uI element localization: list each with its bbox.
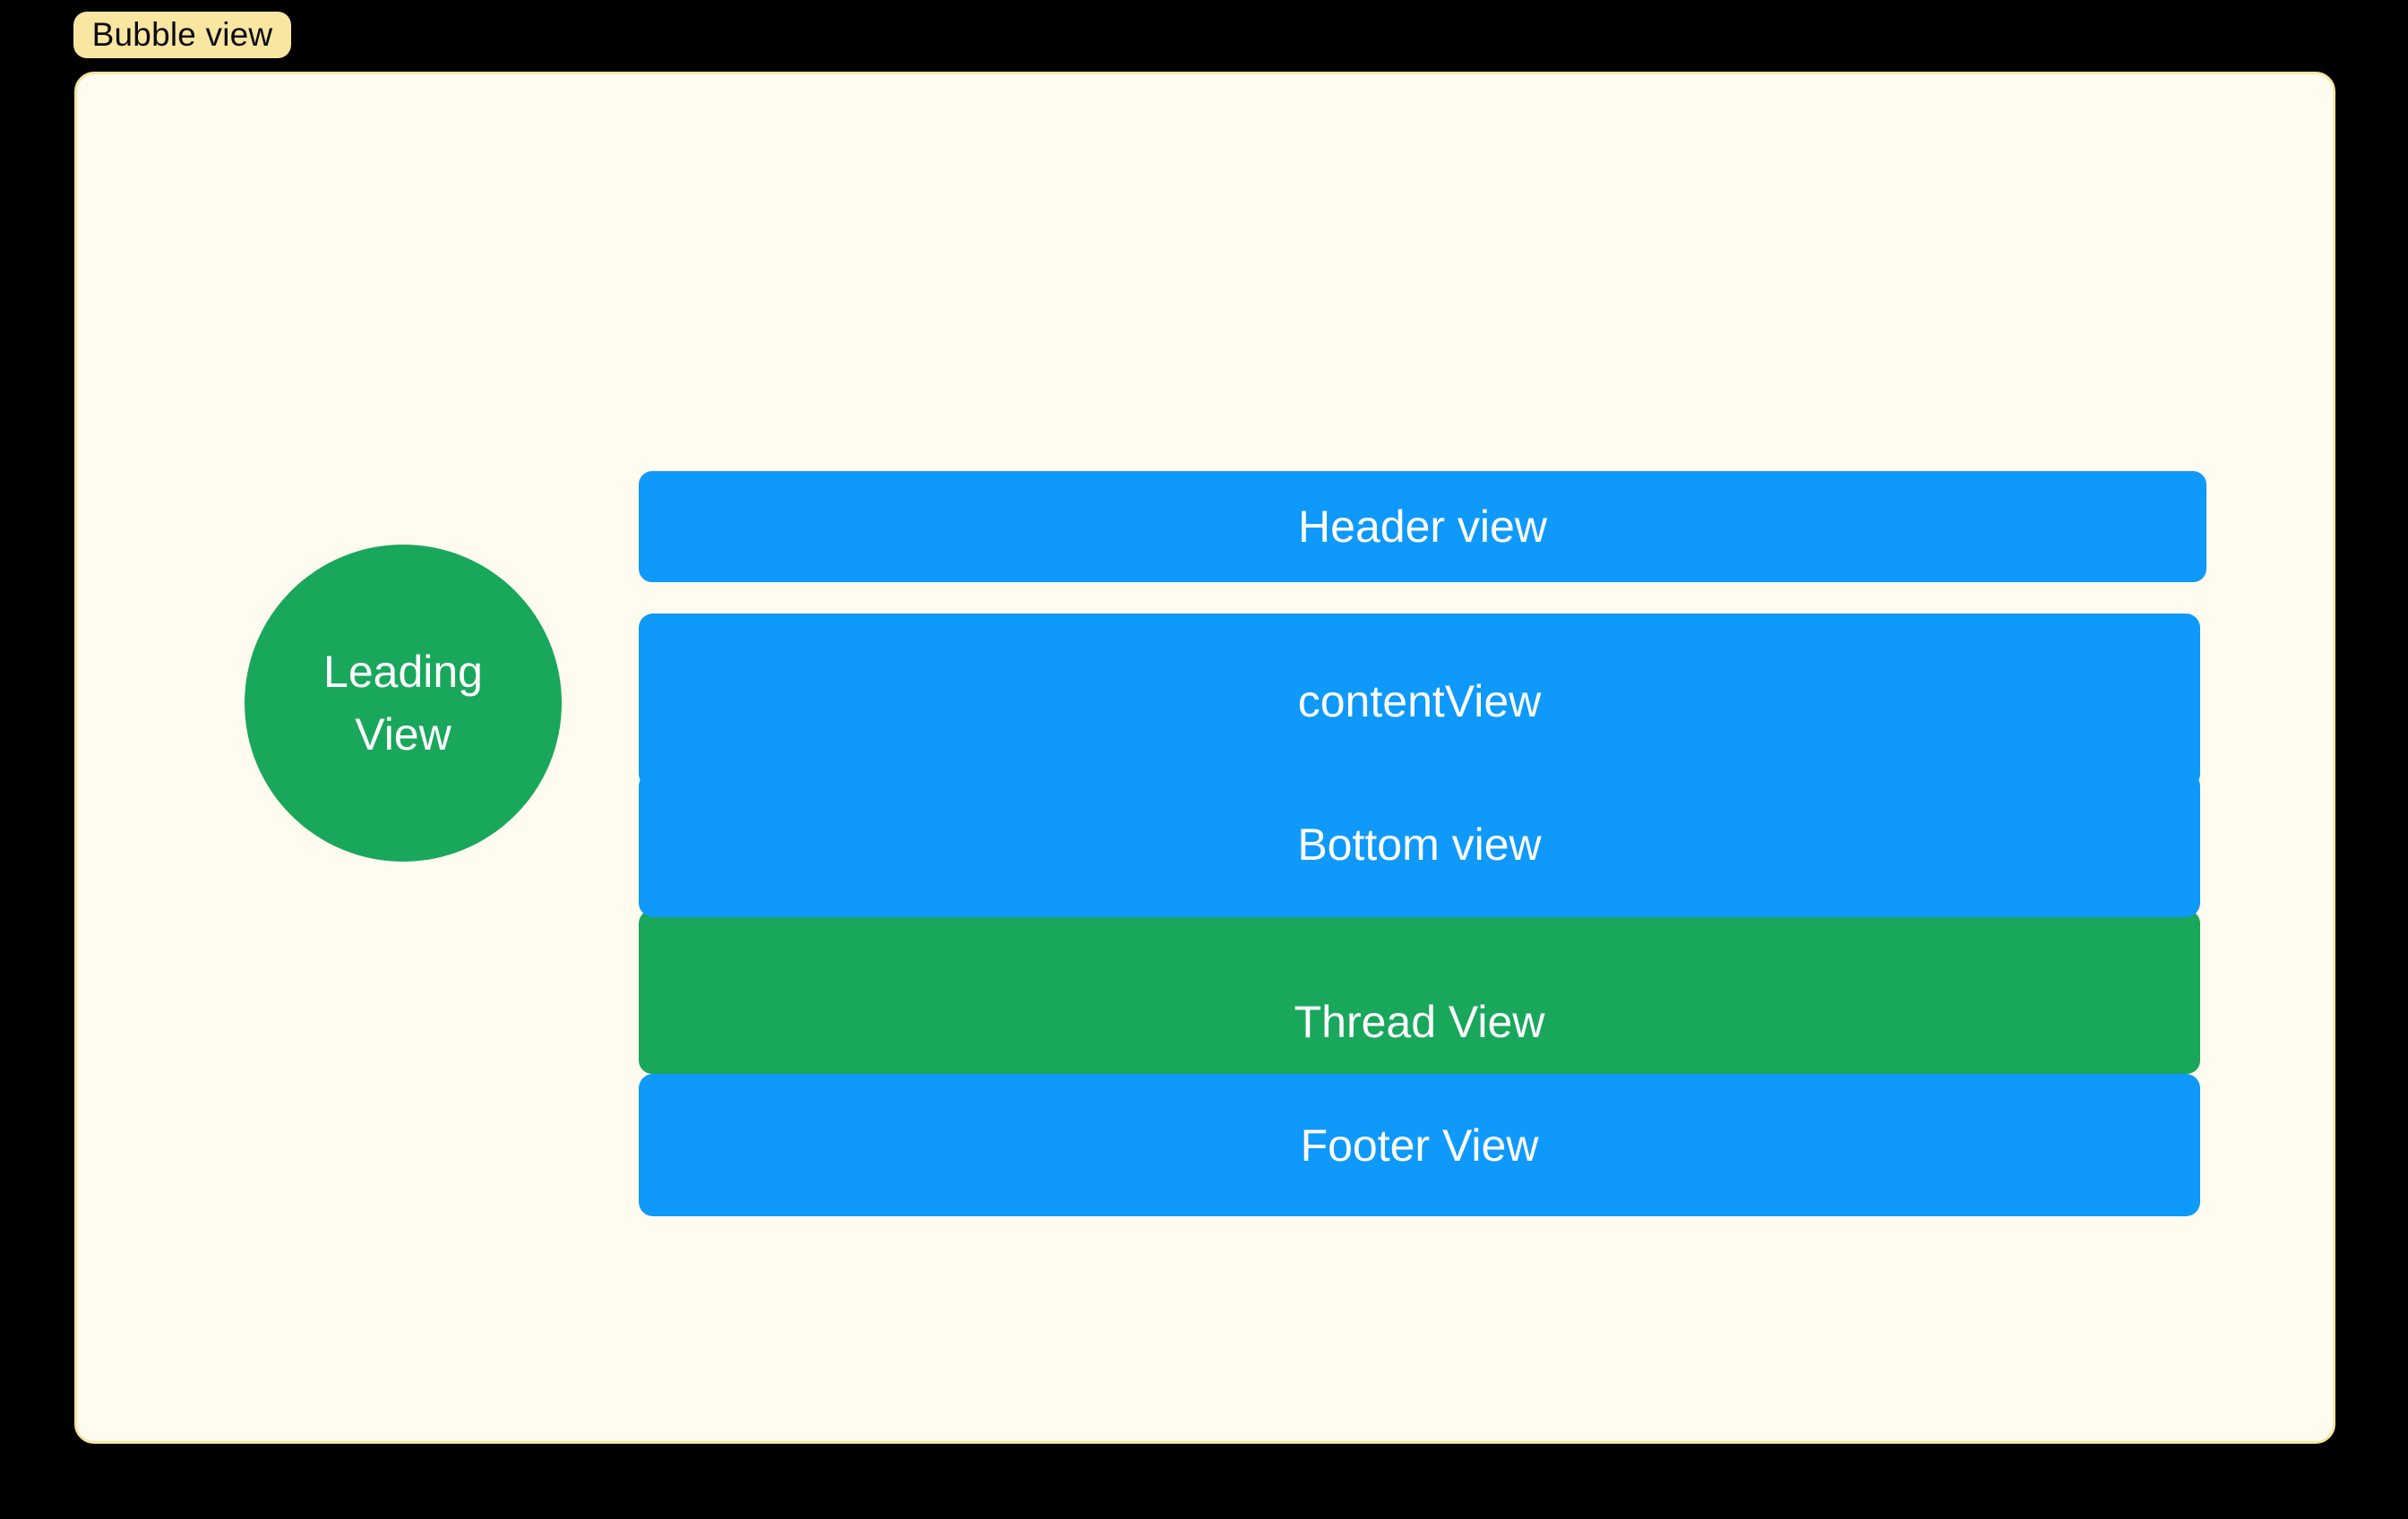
- thread-view-bar: Thread View: [639, 910, 2200, 1074]
- thread-view-label: Thread View: [1294, 997, 1545, 1047]
- leading-view-circle: Leading View: [245, 545, 562, 862]
- content-view-label: contentView: [1297, 675, 1542, 726]
- content-view-bar: contentView: [639, 614, 2200, 788]
- header-view-label: Header view: [1298, 502, 1547, 552]
- header-view-bar: Header view: [639, 471, 2206, 582]
- leading-view-label-line1: Leading: [323, 647, 483, 697]
- bubble-view-tag: Bubble view: [73, 12, 291, 58]
- leading-view-label-line2: View: [355, 709, 452, 760]
- bottom-view-bar: Bottom view: [639, 772, 2200, 917]
- bubble-view-tag-label: Bubble view: [91, 16, 273, 53]
- footer-view-bar: Footer View: [639, 1074, 2200, 1216]
- footer-view-label: Footer View: [1300, 1120, 1539, 1171]
- bottom-view-label: Bottom view: [1297, 820, 1542, 870]
